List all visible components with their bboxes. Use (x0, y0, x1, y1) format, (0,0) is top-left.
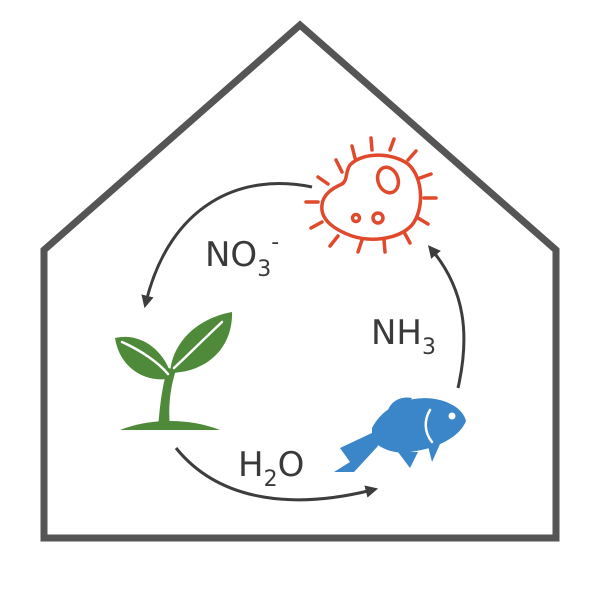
nitrate-arrow (141, 182, 313, 309)
bacteria-cilia (304, 136, 438, 254)
house-outline (40, 20, 560, 542)
water-arrow (174, 447, 379, 502)
nitrate-label: NO3- (205, 230, 279, 282)
bacteria-body (320, 153, 423, 241)
water-label: H2O (238, 445, 304, 492)
fish-icon (334, 397, 466, 472)
plant-icon (115, 312, 233, 430)
bacteria-icon (304, 136, 438, 254)
ammonia-arrow (427, 245, 466, 389)
ammonia-label: NH3 (371, 313, 436, 360)
